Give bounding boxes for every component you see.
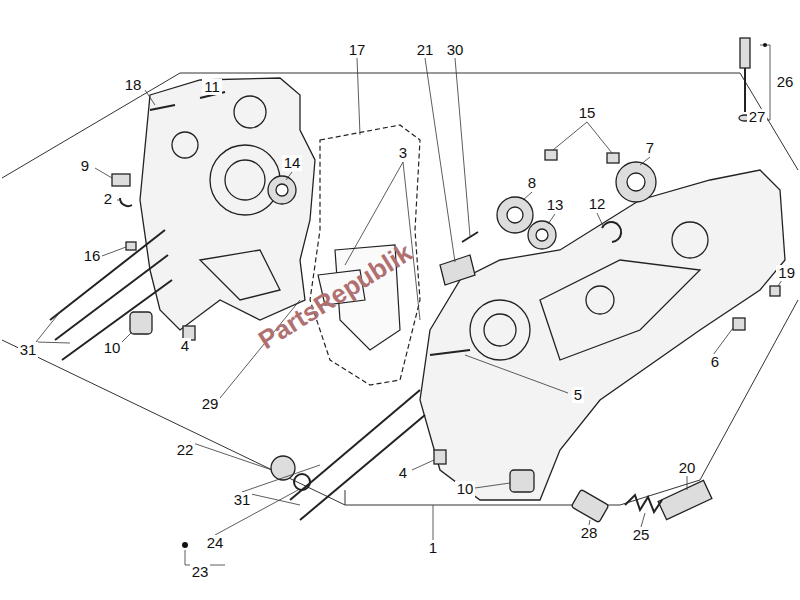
callout-number: 18 — [123, 77, 144, 93]
callout-number: 31 — [232, 492, 253, 508]
callout-number: 30 — [445, 42, 466, 58]
callout-number: 14 — [282, 155, 303, 171]
callout-number: 21 — [415, 42, 436, 58]
callout-number: 28 — [579, 525, 600, 541]
callout-number: 8 — [526, 175, 538, 191]
callout-number: 23 — [190, 564, 211, 580]
callout-number: 16 — [82, 248, 103, 264]
callout-number: 12 — [587, 196, 608, 212]
callout-number: 24 — [205, 535, 226, 551]
callout-number: 26 — [775, 74, 796, 90]
callout-number: 22 — [175, 442, 196, 458]
callout-number: 19 — [776, 265, 797, 281]
callout-number: 6 — [709, 354, 721, 370]
callout-number: 5 — [572, 387, 584, 403]
callout-number: 3 — [397, 145, 409, 161]
callout-number: 27 — [747, 109, 768, 125]
callout-number: 31 — [18, 342, 39, 358]
callout-number: 25 — [631, 527, 652, 543]
callout-number: 4 — [179, 338, 191, 354]
callout-number: 7 — [644, 140, 656, 156]
callout-number: 1 — [427, 540, 439, 556]
callout-number: 4 — [397, 465, 409, 481]
callout-number: 15 — [577, 105, 598, 121]
callout-number: 2 — [102, 191, 114, 207]
callout-number: 29 — [200, 396, 221, 412]
callout-number: 20 — [677, 460, 698, 476]
callout-number: 17 — [347, 42, 368, 58]
callout-number: 10 — [102, 340, 123, 356]
callout-number: 10 — [455, 481, 476, 497]
callout-number: 11 — [202, 79, 222, 95]
callout-number: 9 — [79, 158, 91, 174]
callout-number: 13 — [545, 197, 566, 213]
